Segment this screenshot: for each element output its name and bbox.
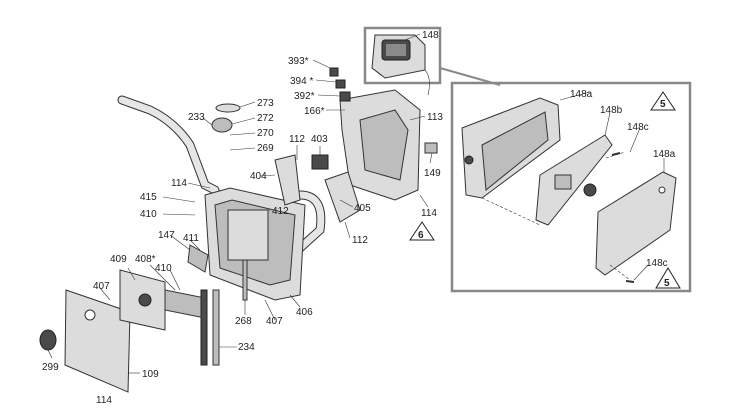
assembly-line-3 (609, 264, 631, 281)
label-148c-top: 148c (627, 122, 649, 133)
label-112-top: 112 (289, 134, 305, 145)
label-112-bottom: 112 (352, 235, 368, 246)
assembly-line-1 (481, 197, 541, 226)
part-labels: 148 393* 394 * 392* 166* 113 273 233 272… (42, 30, 676, 406)
connectors-393-394-392 (329, 67, 351, 102)
label-114-bottom: 114 (96, 395, 112, 406)
bracket-408 (164, 289, 206, 319)
display-unit-148 (371, 34, 426, 79)
label-234: 234 (238, 342, 255, 353)
label-410-top: 410 (140, 209, 157, 220)
label-113: 113 (427, 112, 443, 123)
cap-273-272 (211, 103, 241, 133)
knob-299 (39, 329, 57, 351)
label-148c-bottom: 148c (646, 258, 668, 269)
part-403 (311, 154, 329, 170)
label-412: 412 (272, 206, 289, 217)
screw-148c-top (611, 152, 621, 156)
label-148a-top: 148a (570, 89, 593, 100)
label-407-left: 407 (93, 281, 110, 292)
bracket-404 (274, 154, 301, 206)
warning-triangle-6 (409, 221, 435, 241)
part-149 (424, 142, 438, 154)
label-299: 299 (42, 362, 59, 373)
label-270: 270 (257, 128, 274, 139)
label-415: 415 (140, 192, 157, 203)
label-393: 393* (288, 56, 309, 67)
front-panel-109 (64, 289, 131, 393)
label-148: 148 (422, 30, 439, 41)
handle-bar (117, 95, 326, 253)
label-5-top: 5 (660, 99, 666, 110)
label-6: 6 (418, 230, 424, 241)
label-149: 149 (424, 168, 441, 179)
label-411: 411 (183, 233, 199, 244)
label-392: 392* (294, 91, 315, 102)
label-408: 408* (135, 254, 156, 265)
pin-268 (242, 259, 248, 301)
label-166: 166* (304, 106, 325, 117)
label-109: 109 (142, 369, 159, 380)
rod-234 (200, 289, 220, 366)
label-114-left: 114 (171, 178, 187, 189)
label-404: 404 (250, 171, 267, 182)
label-272: 272 (257, 113, 274, 124)
label-147: 147 (158, 230, 175, 241)
bracket-405 (324, 171, 361, 223)
display-unit-detail-box (363, 26, 442, 85)
label-409: 409 (110, 254, 127, 265)
warning-triangle-5-top (650, 91, 676, 111)
label-406: 406 (296, 307, 313, 318)
label-5-bottom: 5 (664, 278, 670, 289)
label-233: 233 (188, 112, 205, 123)
control-box-detail-box (450, 81, 692, 293)
screw-148c-bottom (625, 280, 635, 283)
label-407-right: 407 (266, 316, 283, 327)
assembly-line-2 (605, 151, 626, 159)
label-148a-right: 148a (653, 149, 676, 160)
label-273: 273 (257, 98, 274, 109)
control-box-housing-148a (461, 97, 561, 199)
part-147 (187, 244, 209, 273)
label-403: 403 (311, 134, 328, 145)
label-148b: 148b (600, 105, 623, 116)
leader-lines (47, 33, 665, 374)
rear-cover-113 (339, 89, 421, 201)
board-409 (119, 269, 166, 331)
label-410-bottom: 410 (155, 263, 172, 274)
warning-triangle-5-bottom (655, 267, 681, 289)
label-394: 394 * (290, 76, 313, 87)
label-114-right: 114 (421, 208, 437, 219)
label-268: 268 (235, 316, 252, 327)
display-cable (424, 69, 430, 96)
label-405: 405 (354, 203, 371, 214)
cover-plate-148a (595, 171, 677, 276)
label-269: 269 (257, 143, 274, 154)
circuit-board-148b (535, 134, 613, 226)
main-frame (204, 187, 306, 301)
